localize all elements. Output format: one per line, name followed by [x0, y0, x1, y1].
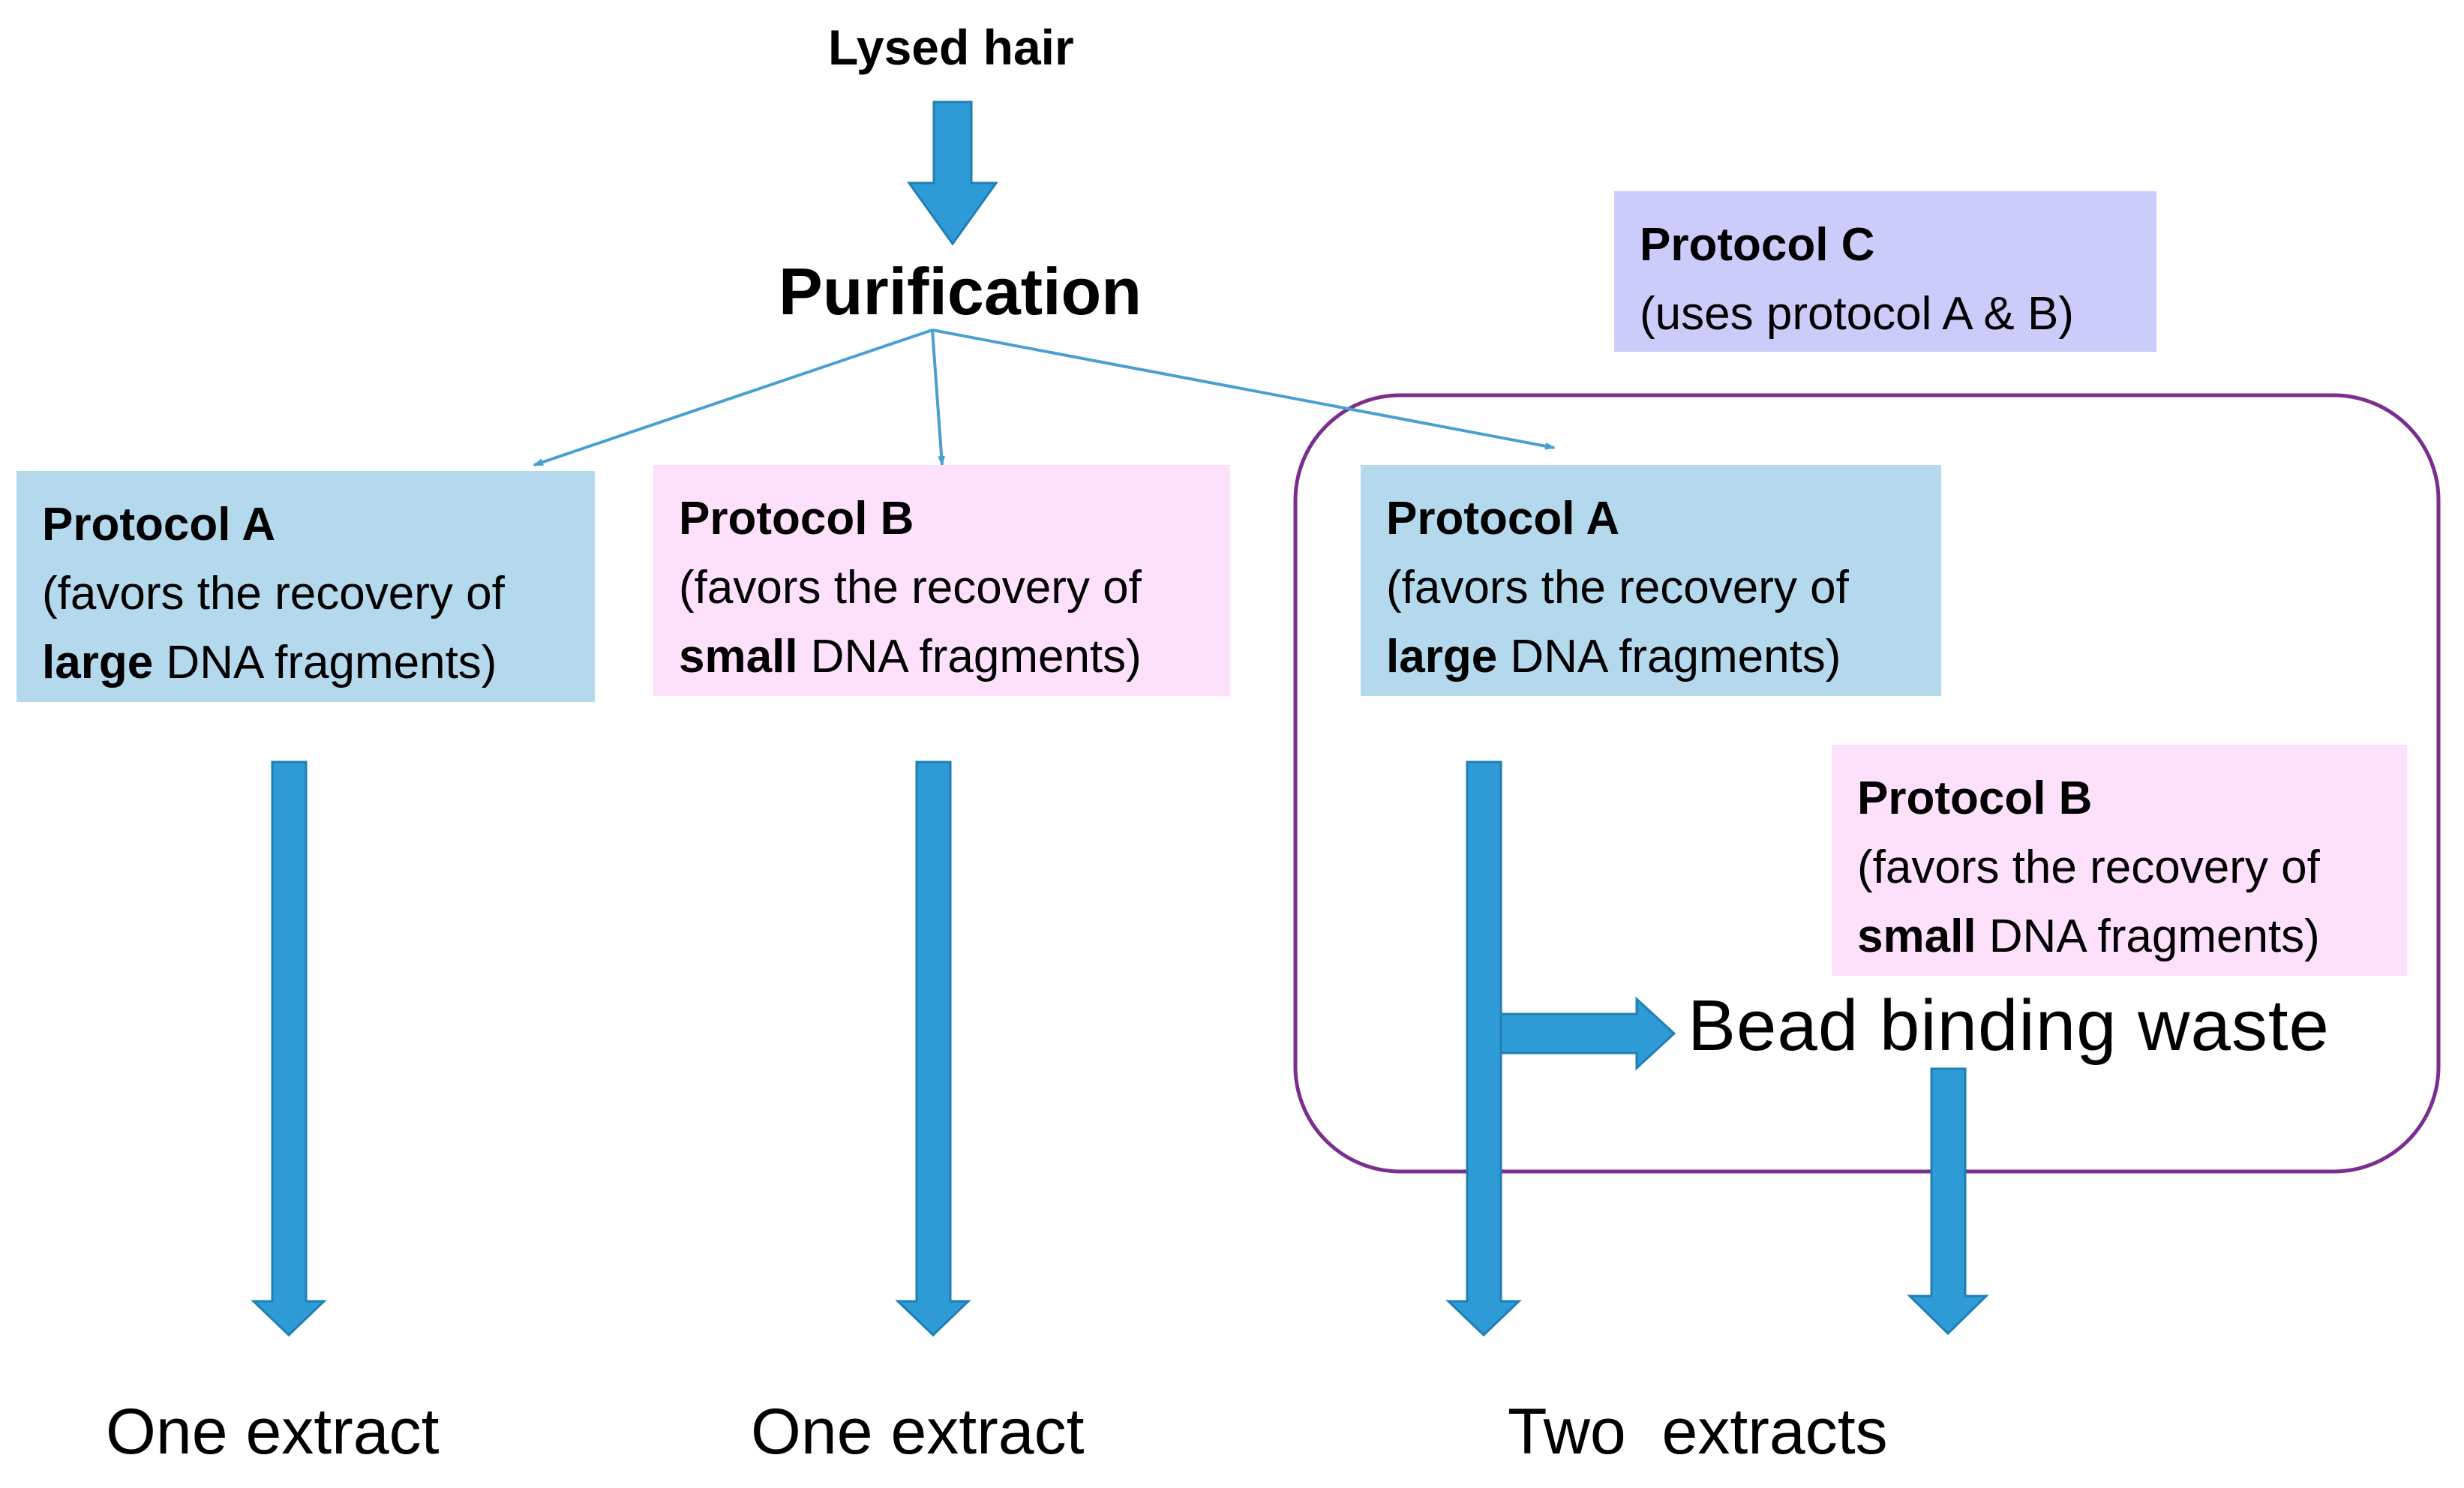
arrow-col1-down	[251, 760, 327, 1337]
col2-protocol-b-box: Protocol B (favors the recovery of small…	[653, 465, 1230, 696]
protocol-c-desc: (uses protocol A & B)	[1640, 288, 2074, 340]
col3-protocol-b-box: Protocol B (favors the recovery of small…	[1832, 745, 2407, 976]
col2-protocol-title: Protocol B	[679, 493, 914, 544]
col1-protocol-a-box: Protocol A (favors the recovery of large…	[17, 471, 595, 702]
col3-output-label: Two extracts	[1508, 1396, 1888, 1468]
protocol-c-box: Protocol C (uses protocol A & B)	[1614, 191, 2156, 352]
bead-binding-waste-label: Bead binding waste	[1688, 986, 2330, 1066]
col3-a-rest: DNA fragments)	[1497, 631, 1841, 682]
col3-protocol-b-line1: (favors the recovery of	[1857, 842, 2320, 893]
col3-b-strong: small	[1857, 910, 1976, 962]
col1-output-label: One extract	[106, 1396, 440, 1468]
col2-protocol-line2: small DNA fragments)	[679, 622, 1230, 692]
lysed-hair-label: Lysed hair	[828, 20, 1074, 75]
col3-b-rest: DNA fragments)	[1976, 910, 2320, 962]
col1-protocol-title: Protocol A	[42, 499, 276, 550]
col3-protocol-b-line2: small DNA fragments)	[1857, 902, 2407, 971]
protocol-c-group-border	[1293, 393, 2441, 1174]
protocol-c-title: Protocol C	[1640, 219, 1875, 271]
branch-arrow-protocol-b	[931, 329, 946, 466]
arrow-lysed-to-purification	[907, 100, 998, 246]
arrow-waste-down	[1907, 1067, 1989, 1336]
arrow-col3-down	[1445, 760, 1522, 1337]
col2-strong: small	[679, 631, 798, 682]
col2-protocol-line1: (favors the recovery of	[679, 562, 1142, 614]
col1-protocol-line1: (favors the recovery of	[42, 568, 505, 620]
purification-label: Purification	[779, 254, 1142, 328]
col1-protocol-line2: large DNA fragments)	[42, 628, 595, 698]
col3-protocol-a-line2: large DNA fragments)	[1386, 622, 1941, 692]
col1-strong: large	[42, 637, 154, 688]
arrow-col2-down	[895, 760, 971, 1337]
col2-rest: DNA fragments)	[797, 631, 1142, 682]
col3-protocol-a-line1: (favors the recovery of	[1386, 562, 1849, 614]
col3-a-strong: large	[1386, 631, 1498, 682]
arrow-to-bead-binding-waste	[1499, 996, 1676, 1071]
branch-arrow-protocol-c	[932, 328, 1556, 450]
col3-protocol-b-title: Protocol B	[1857, 772, 2093, 824]
col3-protocol-a-title: Protocol A	[1386, 493, 1620, 544]
branch-arrow-protocol-a	[533, 328, 933, 466]
col1-rest: DNA fragments)	[153, 637, 497, 688]
col3-protocol-a-box: Protocol A (favors the recovery of large…	[1361, 465, 1941, 696]
col2-output-label: One extract	[751, 1396, 1085, 1468]
